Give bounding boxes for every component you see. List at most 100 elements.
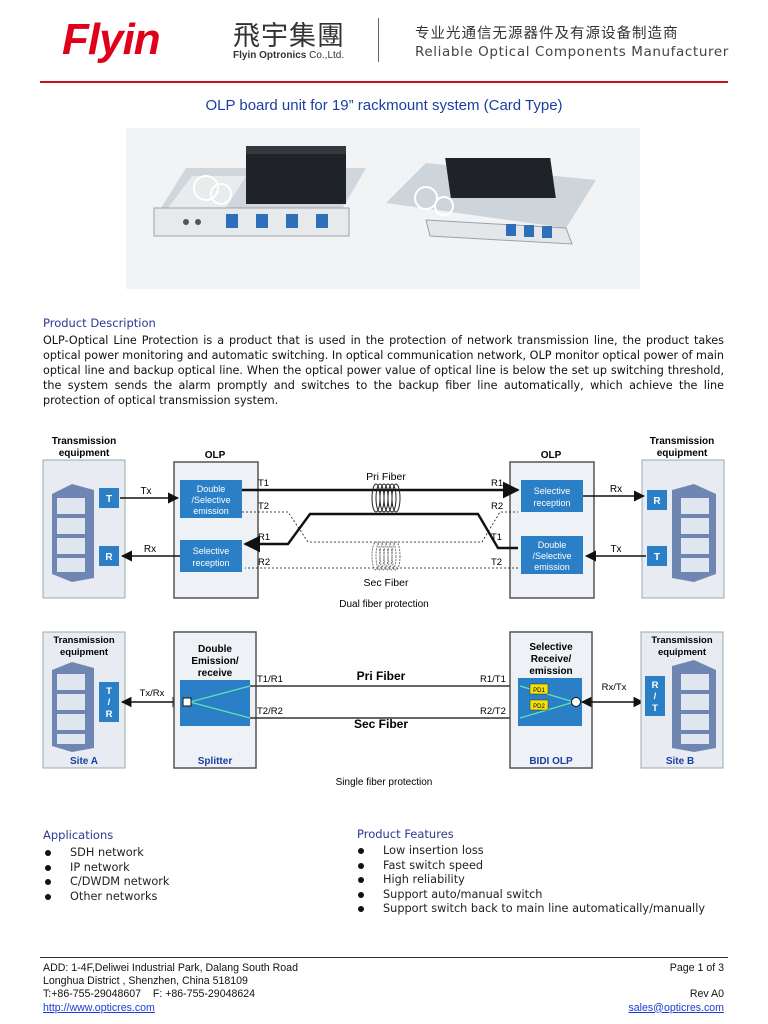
dual-port-t2-right: T2 <box>491 557 502 568</box>
list-item: Support auto/manual switch <box>356 888 705 903</box>
company-name-cn: 飛宇集團 <box>233 21 345 52</box>
dual-fiber-diagram-svg: Transmission equipment T R OLP Double /S… <box>42 436 725 610</box>
list-item: C/DWDM network <box>43 875 169 890</box>
footer-address-line-1: ADD: 1-4F,Deliwei Industrial Park, Dalan… <box>43 962 298 974</box>
list-item: SDH network <box>43 846 169 861</box>
single-right-rt-1: R <box>652 680 659 691</box>
dual-right-server-icon <box>672 484 716 582</box>
dual-port-r1-right: R1 <box>491 478 503 489</box>
footer-email-link[interactable]: sales@opticres.com <box>628 1001 724 1014</box>
single-sec-fiber: Sec Fiber <box>354 717 408 731</box>
pd2-detector <box>529 699 549 711</box>
applications-heading: Applications <box>43 828 114 842</box>
dual-tx-left: Tx <box>140 486 151 497</box>
product-photo-illustration <box>153 146 596 245</box>
dual-left-double-3: emission <box>193 506 229 516</box>
dual-left-t-label: T <box>106 494 112 505</box>
single-left-tr-3: R <box>106 709 113 720</box>
dual-port-r1: R1 <box>258 532 270 543</box>
header-divider <box>378 18 379 62</box>
page-title: OLP board unit for 19” rackmount system … <box>205 97 563 114</box>
tagline-en: Reliable Optical Components Manufacturer <box>415 44 729 60</box>
single-right-equipment-2: equipment <box>658 647 707 658</box>
single-left-tr-port <box>99 682 119 722</box>
list-item: Other networks <box>43 890 169 905</box>
sec-fiber-coil <box>371 541 401 571</box>
pd1-label: PD1 <box>533 688 545 694</box>
dual-left-r-port <box>99 546 119 566</box>
company-logo: Flyin <box>62 15 161 64</box>
list-item: High reliability <box>356 873 705 888</box>
list-item: Support switch back to main line automat… <box>356 902 705 917</box>
dual-left-equipment-label-1: Transmission <box>52 436 116 447</box>
dual-right-equipment-label-1: Transmission <box>650 436 714 447</box>
footer-address-line-2: Longhua District , Shenzhen, China 51810… <box>43 975 248 988</box>
single-txrx-left: Tx/Rx <box>140 688 165 699</box>
single-splitter-label: Splitter <box>198 756 233 767</box>
dual-left-olp-label: OLP <box>205 450 226 461</box>
single-left-equipment-2: equipment <box>60 647 109 658</box>
footer-page-number: Page 1 of 3 <box>669 962 724 974</box>
company-name-en-bold: Flyin Optronics <box>233 50 307 61</box>
dual-caption: Dual fiber protection <box>339 599 429 610</box>
single-t1r1: T1/R1 <box>257 674 283 685</box>
dual-right-select-1: Selective <box>534 486 571 496</box>
single-right-server-icon <box>672 660 716 752</box>
footer-address: ADD: 1-4F,Deliwei Industrial Park, Dalan… <box>43 962 298 1015</box>
dual-tx-right: Tx <box>610 544 621 555</box>
splitter-title-1: Double <box>198 644 232 655</box>
description-heading: Product Description <box>43 316 156 330</box>
pd2-label: PD2 <box>533 704 545 710</box>
dual-port-t2: T2 <box>258 501 269 512</box>
single-right-equipment-1: Transmission <box>651 635 712 646</box>
footer-website-link[interactable]: http://www.opticres.com <box>43 1001 155 1014</box>
bidi-title-2: Receive/ <box>531 654 572 665</box>
footer-revision: Rev A0 <box>689 988 724 1001</box>
dual-right-double-1: Double <box>538 540 567 550</box>
tagline-cn: 专业光通信无源器件及有源设备制造商 <box>415 26 679 42</box>
pd1-detector <box>529 683 549 695</box>
dual-right-t-port <box>647 546 667 566</box>
single-right-rt-3: T <box>652 703 658 714</box>
dual-left-select-1: Selective <box>193 546 230 556</box>
single-right-rt-port <box>645 676 665 716</box>
product-photo <box>126 128 640 289</box>
dual-right-t-label: T <box>654 552 660 563</box>
dual-pri-fiber-label: Pri Fiber <box>366 471 406 483</box>
single-right-rt-2: / <box>654 691 657 702</box>
dual-right-double-2: /Selective <box>532 551 571 561</box>
splitter-title-3: receive <box>198 668 233 679</box>
dual-left-r-label: R <box>105 552 113 563</box>
single-fiber-diagram: Transmission equipment T / R Site A Tx/R… <box>40 630 730 794</box>
dual-right-select-box <box>521 480 583 512</box>
description-text: OLP-Optical Line Protection is a product… <box>43 334 724 407</box>
dual-right-r-port <box>647 490 667 510</box>
dual-left-select-2: reception <box>192 558 229 568</box>
single-pri-fiber: Pri Fiber <box>357 669 406 683</box>
applications-list: SDH network IP network C/DWDM network Ot… <box>43 846 169 904</box>
list-item: Low insertion loss <box>356 844 705 859</box>
single-site-b: Site B <box>666 756 694 767</box>
single-left-equipment-1: Transmission <box>53 635 114 646</box>
dual-left-equipment-label-2: equipment <box>59 448 110 459</box>
bidi-title-3: emission <box>529 666 572 677</box>
dual-right-double-3: emission <box>534 562 570 572</box>
footer-rule <box>40 957 728 958</box>
dual-port-t1-right: T1 <box>491 532 502 543</box>
list-item: IP network <box>43 861 169 876</box>
dual-left-double-2: /Selective <box>191 495 230 505</box>
bidi-switch-node <box>571 697 581 707</box>
single-r1t1: R1/T1 <box>480 674 506 685</box>
dual-right-olp-label: OLP <box>541 450 562 461</box>
dual-right-select-2: reception <box>533 498 570 508</box>
pri-fiber-coil <box>371 483 401 513</box>
single-rxtx-right: Rx/Tx <box>602 682 627 693</box>
dual-left-double-box <box>180 480 242 518</box>
dual-right-r-label: R <box>653 496 661 507</box>
dual-left-server-icon <box>52 484 94 582</box>
dual-left-select-box <box>180 540 242 572</box>
single-r2t2: R2/T2 <box>480 706 506 717</box>
single-site-a: Site A <box>70 756 98 767</box>
single-left-tr-1: T <box>106 686 112 697</box>
bidi-title-1: Selective <box>529 642 573 653</box>
